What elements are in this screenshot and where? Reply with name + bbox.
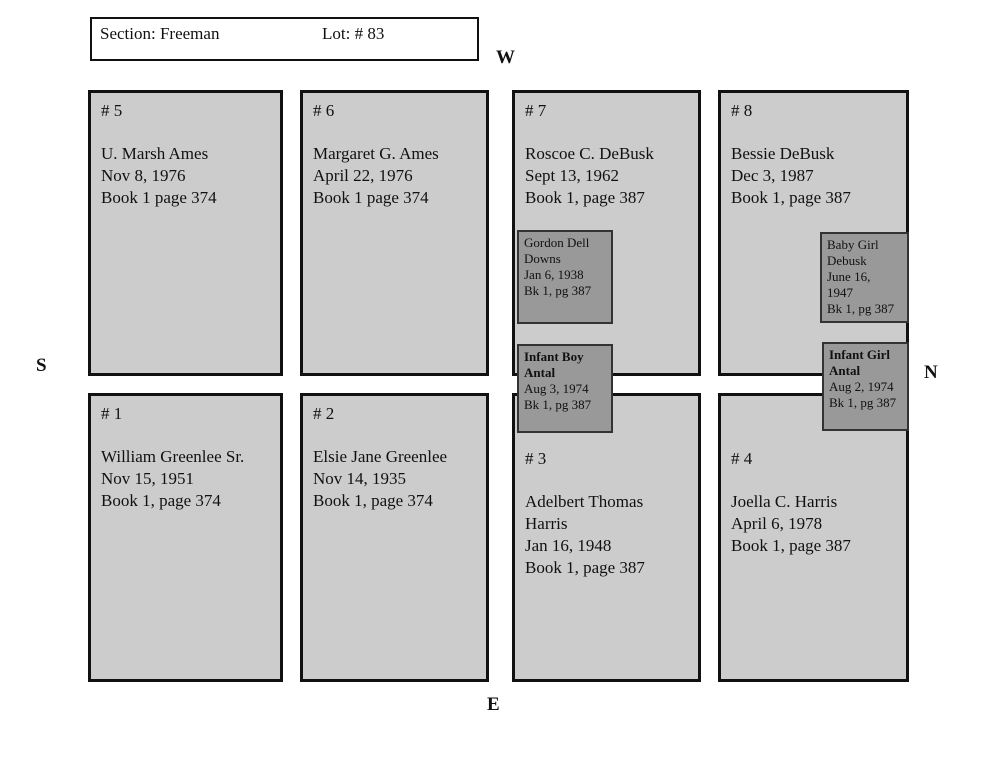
memo-line: Bk 1, pg 387: [524, 283, 592, 298]
burial-date: April 6, 1978: [731, 514, 823, 533]
burial-name: U. Marsh Ames: [101, 144, 209, 163]
burial-date: Nov 8, 1976: [101, 166, 186, 185]
plot-box-5: # 5 U. Marsh Ames Nov 8, 1976 Book 1 pag…: [88, 90, 283, 376]
memo-line: Aug 3, 1974: [524, 381, 589, 396]
plot-box-2: # 2 Elsie Jane Greenlee Nov 14, 1935 Boo…: [300, 393, 489, 682]
burial-book: Book 1, page 387: [525, 188, 645, 207]
burial-date: Nov 15, 1951: [101, 469, 195, 488]
memo-line: Bk 1, pg 387: [524, 397, 592, 412]
burial-book: Book 1 page 374: [101, 188, 217, 207]
compass-east: E: [487, 694, 500, 715]
plot-number: # 4: [731, 449, 753, 468]
memo-line: Antal: [524, 365, 556, 380]
memo-line: Jan 6, 1938: [524, 267, 584, 282]
burial-book: Book 1 page 374: [313, 188, 429, 207]
memo-line: Bk 1, pg 387: [827, 301, 895, 316]
memo-line: Infant Girl: [829, 347, 891, 362]
plot-number: # 5: [101, 101, 123, 120]
plot-number: # 7: [525, 101, 547, 120]
memo-line: Downs: [524, 251, 561, 266]
burial-name: Adelbert Thomas Harris: [525, 492, 644, 533]
burial-date: Nov 14, 1935: [313, 469, 407, 488]
plot-number: # 1: [101, 404, 123, 423]
memo-line: June 16,: [827, 269, 871, 284]
lot-label: Lot: # 83: [322, 24, 385, 43]
burial-name: Joella C. Harris: [731, 492, 838, 511]
burial-name: Margaret G. Ames: [313, 144, 439, 163]
compass-south: S: [36, 355, 47, 376]
burial-name: Elsie Jane Greenlee: [313, 447, 448, 466]
plot-number: # 8: [731, 101, 753, 120]
burial-book: Book 1, page 374: [101, 491, 221, 510]
burial-date: Dec 3, 1987: [731, 166, 814, 185]
plot-box-7: # 7 Roscoe C. DeBusk Sept 13, 1962 Book …: [512, 90, 701, 376]
plot-box-6: # 6 Margaret G. Ames April 22, 1976 Book…: [300, 90, 489, 376]
burial-date: Sept 13, 1962: [525, 166, 619, 185]
plot-box-1: # 1 William Greenlee Sr. Nov 15, 1951 Bo…: [88, 393, 283, 682]
plot-box-4: # 4 Joella C. Harris April 6, 1978 Book …: [718, 393, 909, 682]
compass-north: N: [924, 362, 938, 383]
burial-name: Bessie DeBusk: [731, 144, 835, 163]
compass-west: W: [496, 47, 515, 68]
plot-number: # 3: [525, 449, 547, 468]
plot-box-3: # 3 Adelbert Thomas Harris Jan 16, 1948 …: [512, 393, 701, 682]
burial-name: Roscoe C. DeBusk: [525, 144, 654, 163]
burial-book: Book 1, page 387: [525, 558, 645, 577]
burial-name: William Greenlee Sr.: [101, 447, 245, 466]
memo-line: Baby Girl: [827, 237, 879, 252]
memo-line: 1947: [827, 285, 853, 300]
memo-line: Infant Boy: [524, 349, 584, 364]
section-lot-header: Section: Freeman Lot: # 83: [90, 17, 479, 61]
burial-date: April 22, 1976: [313, 166, 413, 185]
burial-book: Book 1, page 387: [731, 536, 851, 555]
memo-line: Bk 1, pg 387: [829, 395, 897, 410]
memo-line: Debusk: [827, 253, 867, 268]
burial-book: Book 1, page 387: [731, 188, 851, 207]
memo-line: Gordon Dell: [524, 235, 590, 250]
burial-date: Jan 16, 1948: [525, 536, 612, 555]
burial-book: Book 1, page 374: [313, 491, 433, 510]
section-label: Section: Freeman: [100, 24, 220, 43]
memo-line: Aug 2, 1974: [829, 379, 894, 394]
plot-number: # 6: [313, 101, 335, 120]
plot-number: # 2: [313, 404, 335, 423]
memo-line: Antal: [829, 363, 861, 378]
